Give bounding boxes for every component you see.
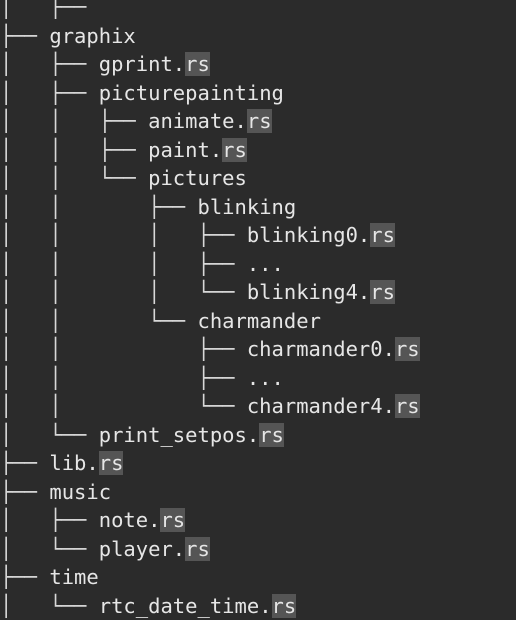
- tree-row: ├── time: [0, 563, 516, 592]
- file-extension-highlight: rs: [259, 423, 284, 447]
- tree-guide: │ │ └──: [0, 394, 247, 418]
- tree-row: │ │ ├── charmander0.rs: [0, 335, 516, 364]
- tree-entry-name: note.: [99, 508, 161, 532]
- tree-guide: │ │ └──: [0, 309, 197, 333]
- file-extension-highlight: rs: [99, 451, 124, 475]
- file-extension-highlight: rs: [370, 280, 395, 304]
- tree-entry-name: charmander: [197, 309, 320, 333]
- tree-row: │ ├── picturepainting: [0, 79, 516, 108]
- tree-guide: │ │ │ └──: [0, 280, 247, 304]
- tree-guide: │ │ ├──: [0, 195, 197, 219]
- file-extension-highlight: rs: [272, 594, 297, 618]
- tree-row: ├── music: [0, 478, 516, 507]
- tree-guide: │ │ ├──: [0, 109, 148, 133]
- file-extension-highlight: rs: [247, 109, 272, 133]
- tree-row: │ └── player.rs: [0, 535, 516, 564]
- tree-row: │ │ ├── ...: [0, 364, 516, 393]
- tree-entry-name: player.: [99, 537, 185, 561]
- tree-entry-name: ...: [247, 252, 284, 276]
- tree-guide: │ └──: [0, 423, 99, 447]
- tree-row: │ │ ├── animate.rs: [0, 107, 516, 136]
- file-extension-highlight: rs: [222, 138, 247, 162]
- tree-entry-name: graphix: [49, 24, 135, 48]
- tree-entry-name: blinking4.: [247, 280, 370, 304]
- tree-entry-name: blinking: [197, 195, 296, 219]
- tree-row: │ │ ├── blinking: [0, 193, 516, 222]
- tree-entry-name: music: [49, 480, 111, 504]
- tree-row: ├── lib.rs: [0, 449, 516, 478]
- tree-guide: ├──: [0, 24, 49, 48]
- tree-row: │ │ └── charmander4.rs: [0, 392, 516, 421]
- tree-guide: │ └──: [0, 537, 99, 561]
- tree-guide: │ ├──: [0, 0, 99, 19]
- tree-guide: ├──: [0, 480, 49, 504]
- tree-entry-name: charmander4.: [247, 394, 395, 418]
- tree-row: │ │ │ ├── ...: [0, 250, 516, 279]
- tree-row: │ │ │ ├── blinking0.rs: [0, 221, 516, 250]
- tree-entry-name: charmander0.: [247, 337, 395, 361]
- tree-entry-name: rtc_date_time.: [99, 594, 272, 618]
- tree-row: │ │ │ └── blinking4.rs: [0, 278, 516, 307]
- tree-guide: │ └──: [0, 594, 99, 618]
- tree-row: │ │ └── charmander: [0, 307, 516, 336]
- tree-guide: │ │ ├──: [0, 138, 148, 162]
- tree-guide: │ │ ├──: [0, 337, 247, 361]
- tree-row: │ │ └── pictures: [0, 164, 516, 193]
- tree-guide: │ ├──: [0, 508, 99, 532]
- file-extension-highlight: rs: [185, 537, 210, 561]
- tree-guide: │ ├──: [0, 52, 99, 76]
- tree-guide: │ │ └──: [0, 166, 148, 190]
- tree-guide: │ │ │ ├──: [0, 223, 247, 247]
- file-extension-highlight: rs: [370, 223, 395, 247]
- tree-entry-name: gprint.: [99, 52, 185, 76]
- tree-entry-name: ...: [247, 366, 284, 390]
- tree-entry-name: print_setpos.: [99, 423, 259, 447]
- tree-row: │ ├── gprint.rs: [0, 50, 516, 79]
- tree-row: ├── graphix: [0, 22, 516, 51]
- tree-guide: │ │ ├──: [0, 366, 247, 390]
- tree-entry-name: time: [49, 565, 98, 589]
- tree-row: │ │ ├── paint.rs: [0, 136, 516, 165]
- tree-entry-name: picturepainting: [99, 81, 284, 105]
- tree-entry-name: blinking0.: [247, 223, 370, 247]
- tree-entry-name: animate.: [148, 109, 247, 133]
- tree-entry-name: paint.: [148, 138, 222, 162]
- tree-entry-name: pictures: [148, 166, 247, 190]
- tree-guide: ├──: [0, 565, 49, 589]
- tree-guide: │ ├──: [0, 81, 99, 105]
- file-extension-highlight: rs: [395, 337, 420, 361]
- tree-guide: │ │ │ ├──: [0, 252, 247, 276]
- tree-row: │ └── print_setpos.rs: [0, 421, 516, 450]
- tree-entry-name: lib.: [49, 451, 98, 475]
- tree-row: │ └── rtc_date_time.rs: [0, 592, 516, 620]
- tree-guide: ├──: [0, 451, 49, 475]
- file-extension-highlight: rs: [185, 52, 210, 76]
- file-extension-highlight: rs: [160, 508, 185, 532]
- tree-row: │ ├──: [0, 0, 516, 22]
- file-extension-highlight: rs: [395, 394, 420, 418]
- tree-row: │ ├── note.rs: [0, 506, 516, 535]
